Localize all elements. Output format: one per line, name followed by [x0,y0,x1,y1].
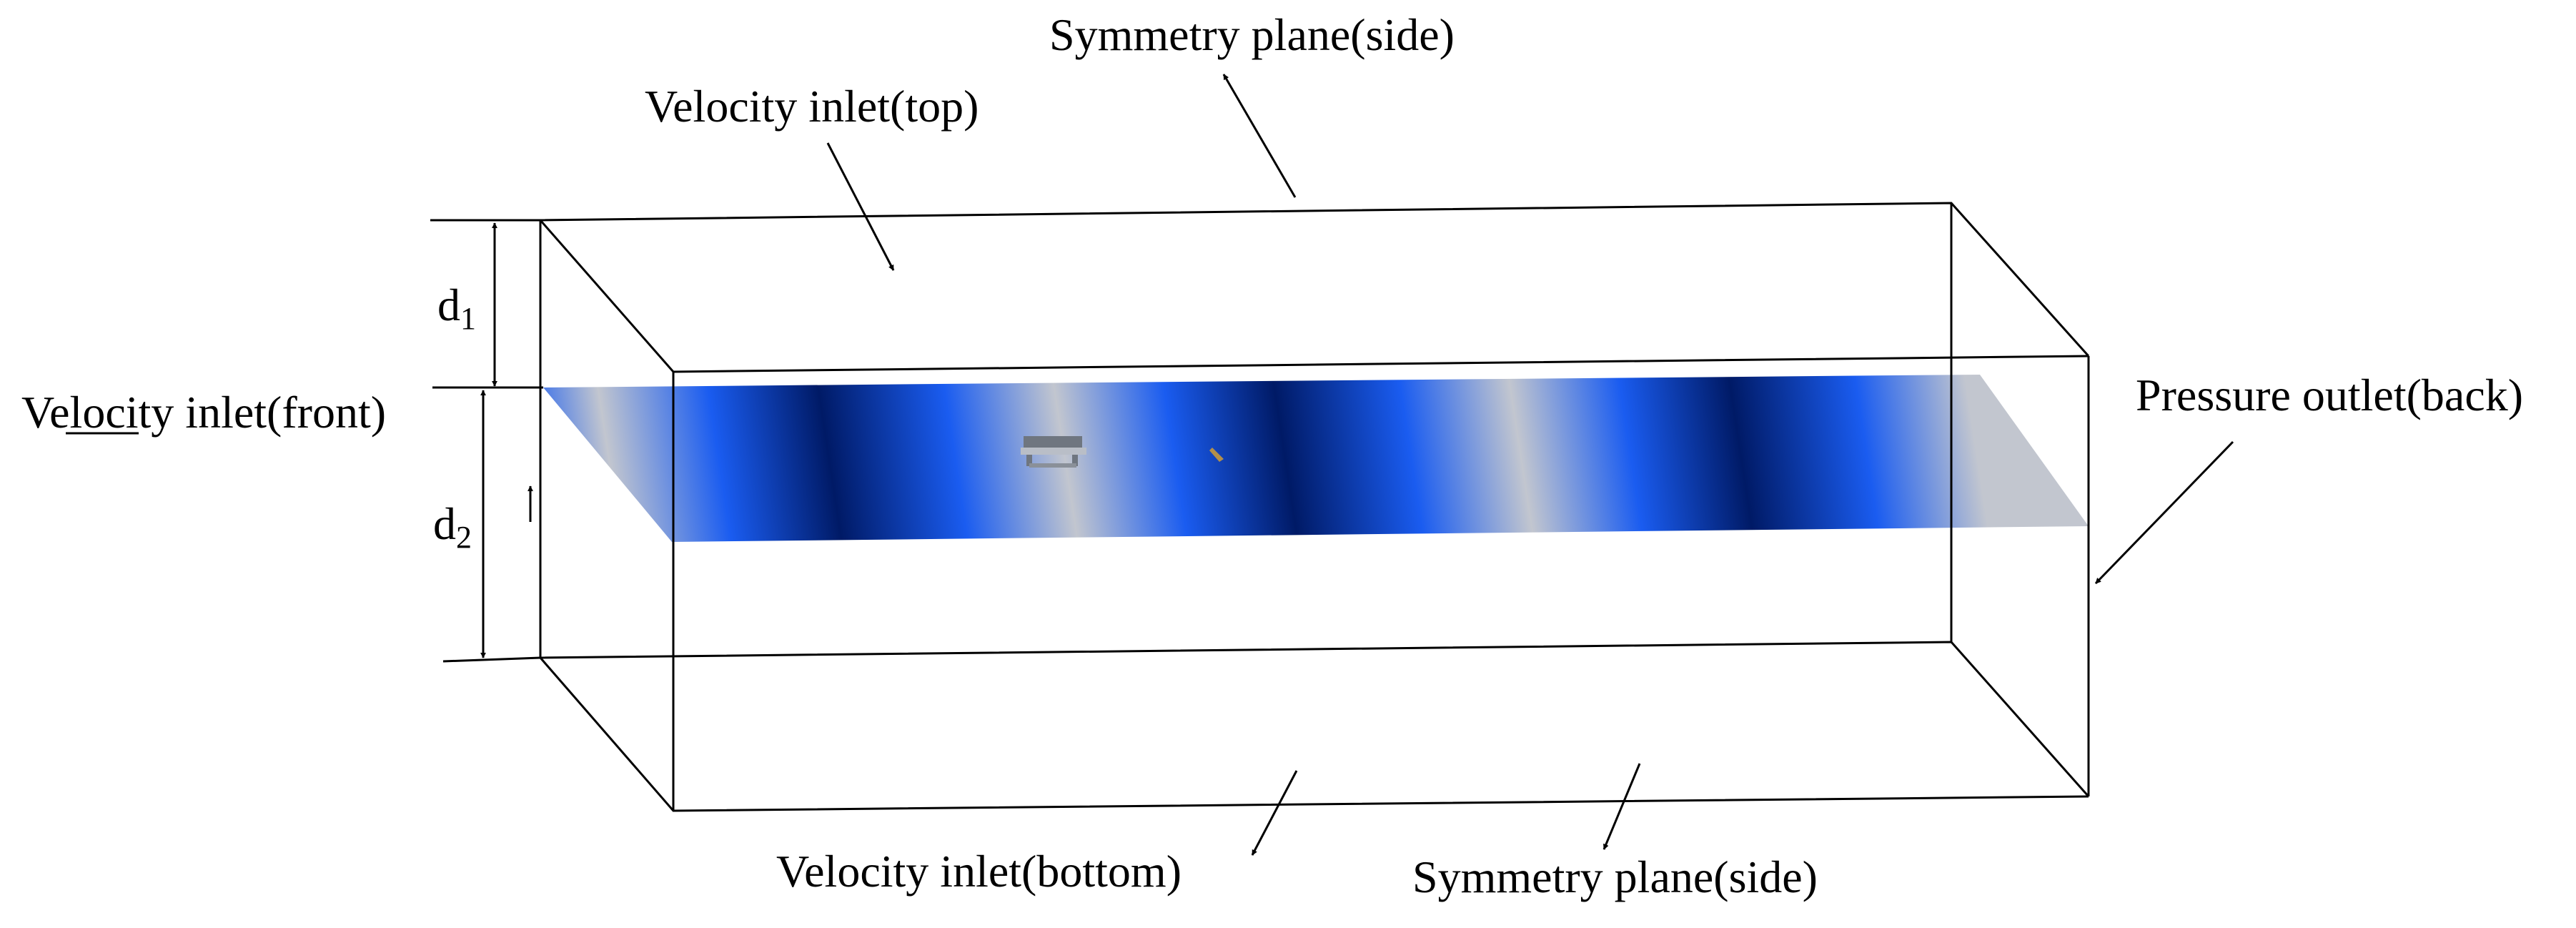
label-velocity-inlet-front-part3: ity inlet(front) [126,387,386,438]
label-d2: d2 [433,498,472,555]
label-velocity-inlet-front-part2: loc [70,387,126,438]
box-bottom-front-edge [539,657,2089,812]
label-symmetry-plane-bottom: Symmetry plane(side) [1412,852,1818,902]
label-velocity-inlet-front: Velocity inlet(front) [21,387,386,438]
ship-model-icon [1021,436,1086,468]
label-d1-base: d [437,280,460,330]
arrow-velocity-top [826,142,895,271]
arrow-velocity-bottom [1251,770,1298,856]
wave-free-surface [543,375,2089,542]
label-d1: d1 [437,280,476,336]
label-d2-base: d [433,498,456,549]
label-velocity-inlet-bottom: Velocity inlet(bottom) [776,846,1182,897]
label-symmetry-plane-top: Symmetry plane(side) [1049,9,1455,60]
arrow-symmetry-top [1222,74,1297,198]
box-top-back-edge [540,202,2090,357]
small-object-icon [1209,448,1224,462]
arrow-pressure-back [2094,440,2234,585]
domain-box [539,202,2090,812]
label-velocity-inlet-front-part1: Ve [21,387,70,438]
label-d2-subscript: 2 [456,520,472,555]
label-pressure-outlet-back: Pressure outlet(back) [2136,370,2523,420]
arrow-symmetry-bottom [1602,763,1641,850]
box-bottom-back-edge [540,641,2090,797]
label-d1-subscript: 1 [460,301,476,336]
label-velocity-inlet-top: Velocity inlet(top) [645,81,979,132]
box-top-front-edge [539,219,2089,373]
extension-line-bottom [442,656,541,663]
